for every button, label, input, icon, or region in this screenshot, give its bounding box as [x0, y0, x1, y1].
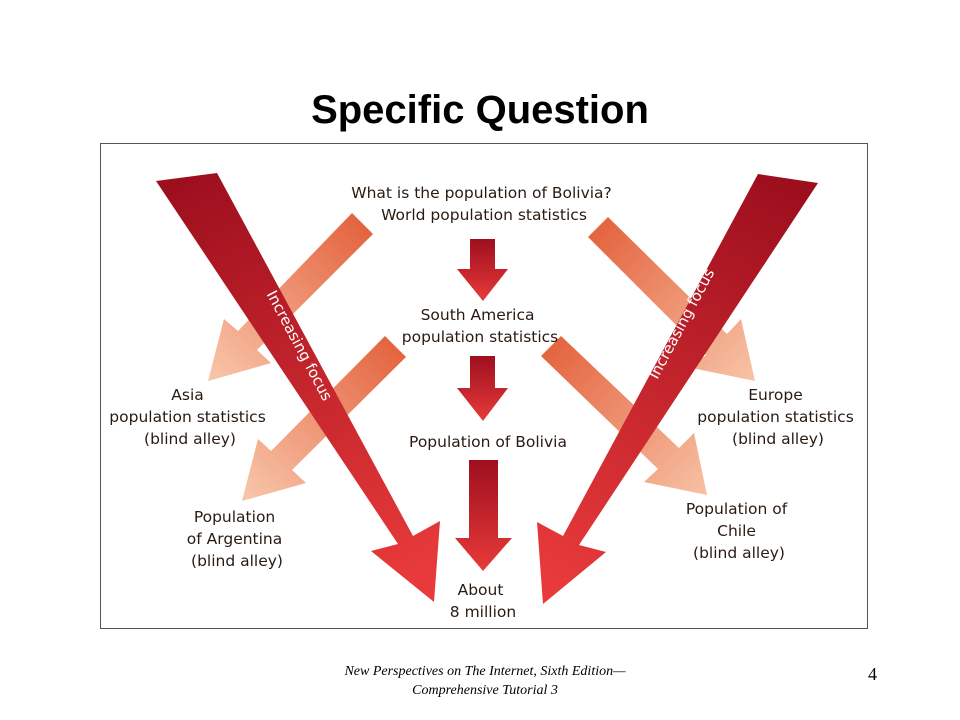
down-arrow-1	[457, 239, 508, 301]
page-number: 4	[868, 664, 877, 684]
down-arrow-3	[455, 460, 512, 571]
focus-arrow-left	[156, 173, 440, 602]
argentina-label: Population of Argentina (blind alley)	[187, 508, 287, 570]
focus-diagram: Increasing focus Increasing focus What i…	[109, 173, 858, 621]
south-america-label: South America population statistics	[402, 306, 559, 346]
footer-line-2: Comprehensive Tutorial 3	[412, 683, 558, 698]
bolivia-label: Population of Bolivia	[409, 433, 567, 451]
result-label: About 8 million	[450, 581, 516, 621]
chile-label: Population of Chile (blind alley)	[686, 500, 792, 562]
focus-arrow-right	[537, 174, 818, 604]
arrow-to-asia	[208, 213, 373, 381]
footer-line-1: New Perspectives on The Internet, Sixth …	[344, 664, 626, 679]
question-label: What is the population of Bolivia? World…	[351, 184, 616, 224]
down-arrow-2	[457, 356, 508, 421]
footer-citation: New Perspectives on The Internet, Sixth …	[300, 662, 670, 700]
arrow-to-chile	[541, 336, 707, 495]
europe-label: Europe population statistics (blind alle…	[697, 386, 858, 448]
slide-title: Specific Question	[311, 88, 649, 132]
asia-label: Asia population statistics (blind alley)	[109, 386, 270, 448]
